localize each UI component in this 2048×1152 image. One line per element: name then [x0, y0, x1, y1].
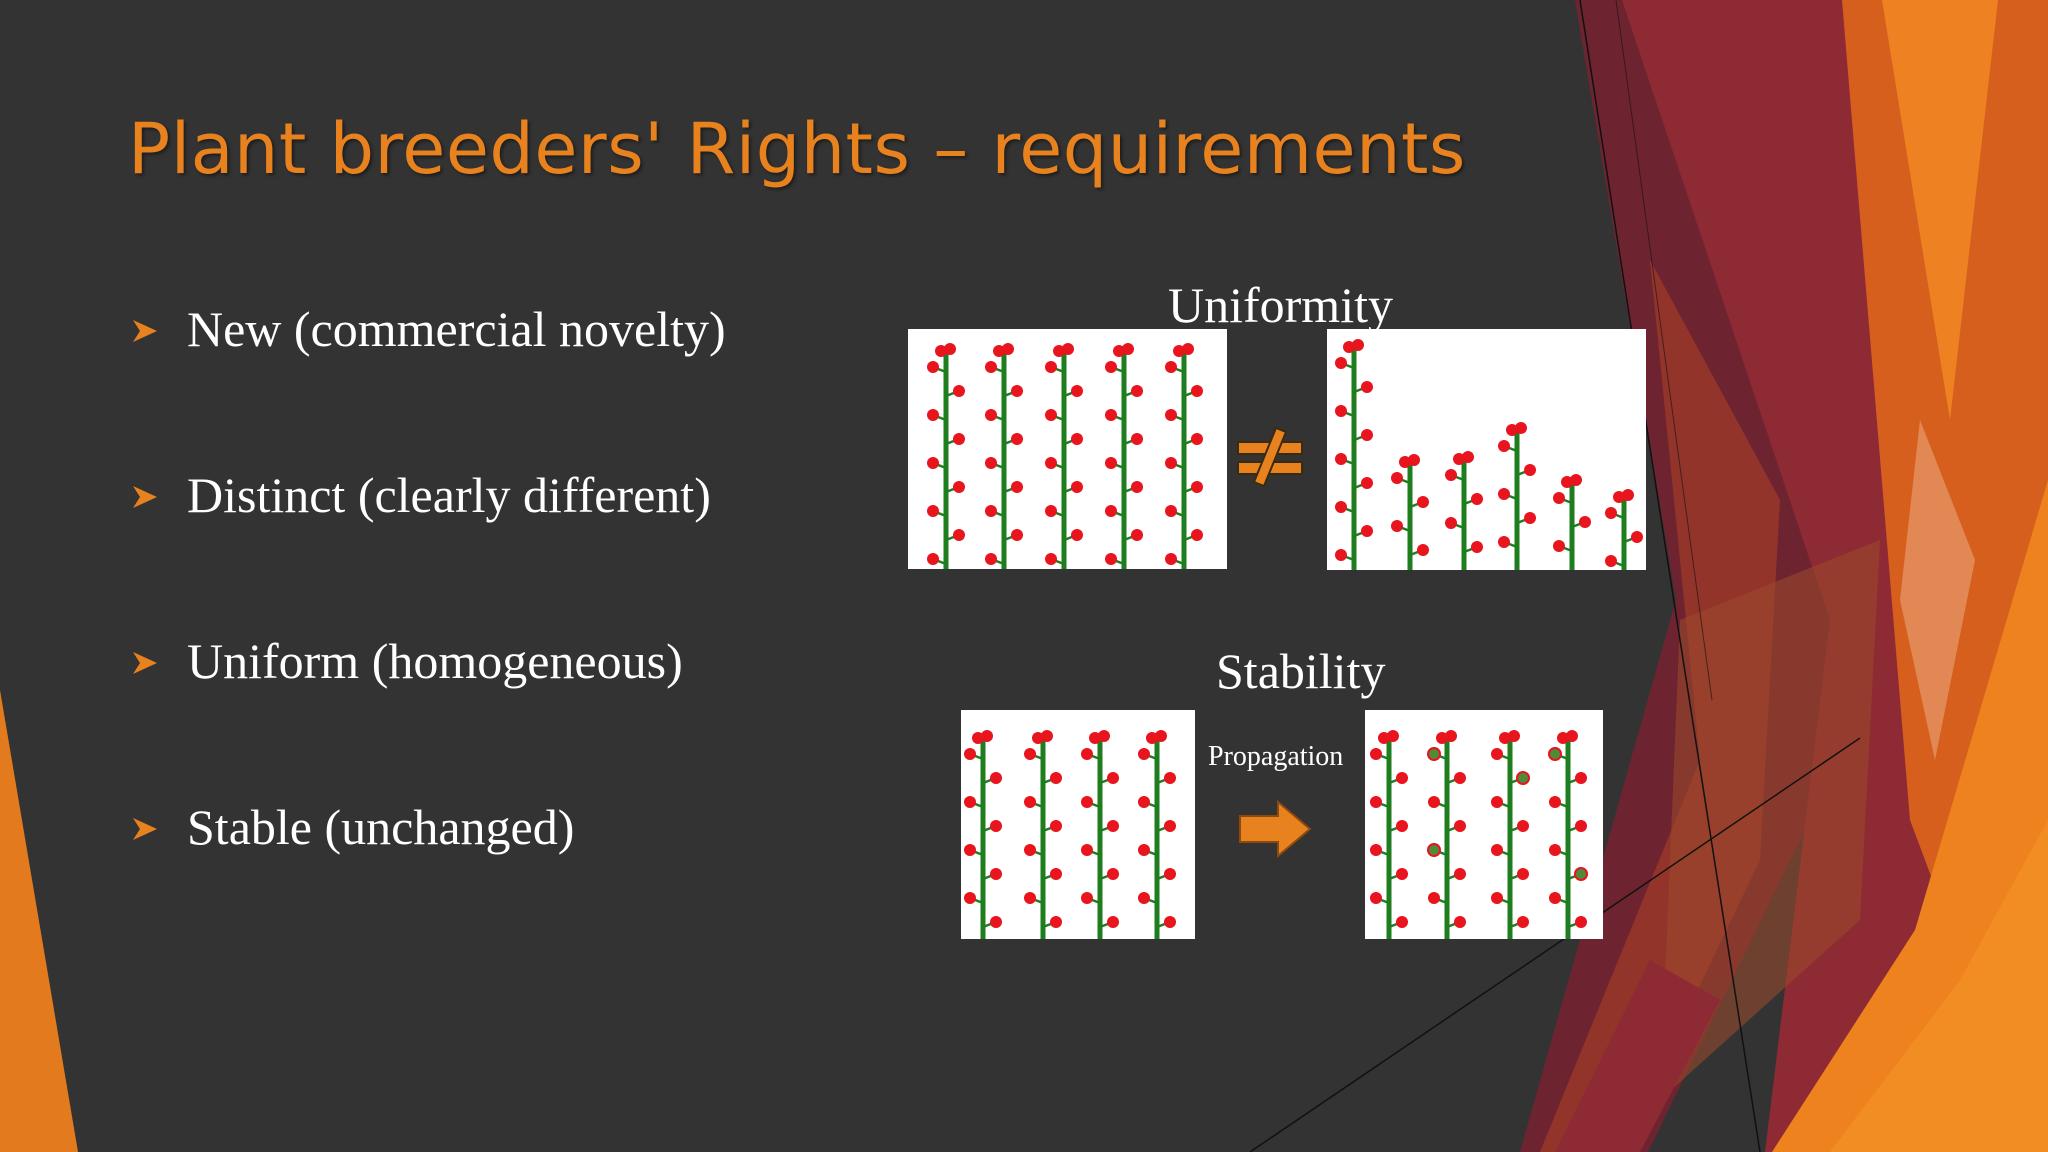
plant [1427, 730, 1466, 939]
plant [985, 343, 1023, 569]
right-arrow-icon [1239, 799, 1312, 859]
plant [1138, 730, 1176, 939]
plant [1335, 339, 1373, 570]
plant [1165, 343, 1203, 569]
plant [1024, 730, 1062, 939]
plant [1105, 343, 1143, 569]
plant [1548, 730, 1588, 939]
bullet-text: New (commercial novelty) [187, 301, 726, 357]
arrowhead-bullet-icon [133, 486, 157, 508]
plant [1445, 451, 1483, 570]
uniform-plants-panel [908, 329, 1227, 569]
slide-title: Plant breeders' Rights – requirements [128, 108, 1466, 190]
not-equal-icon [1237, 426, 1303, 488]
plant [1391, 454, 1429, 570]
arrowhead-bullet-icon [133, 818, 157, 840]
uniformity-label: Uniformity [1168, 277, 1393, 333]
arrowhead-bullet-icon [133, 320, 157, 342]
bullet-text: Distinct (clearly different) [187, 467, 711, 523]
bullet-text: Stable (unchanged) [187, 799, 575, 855]
plant [1045, 343, 1083, 569]
plant [1605, 489, 1643, 570]
non-uniform-plants-panel [1327, 329, 1646, 570]
stable-before-panel [961, 710, 1195, 939]
propagation-label: Propagation [1208, 741, 1344, 772]
plant [1553, 474, 1591, 570]
bullet-text: Uniform (homogeneous) [187, 633, 683, 689]
arrowhead-bullet-icon [133, 652, 157, 674]
plant [1081, 730, 1119, 939]
plant [964, 730, 1002, 939]
plant [1498, 422, 1536, 570]
plant [1491, 730, 1530, 939]
plant [1370, 730, 1408, 939]
stability-label: Stability [1216, 643, 1386, 699]
plant [927, 343, 965, 569]
stable-after-panel [1365, 710, 1603, 939]
